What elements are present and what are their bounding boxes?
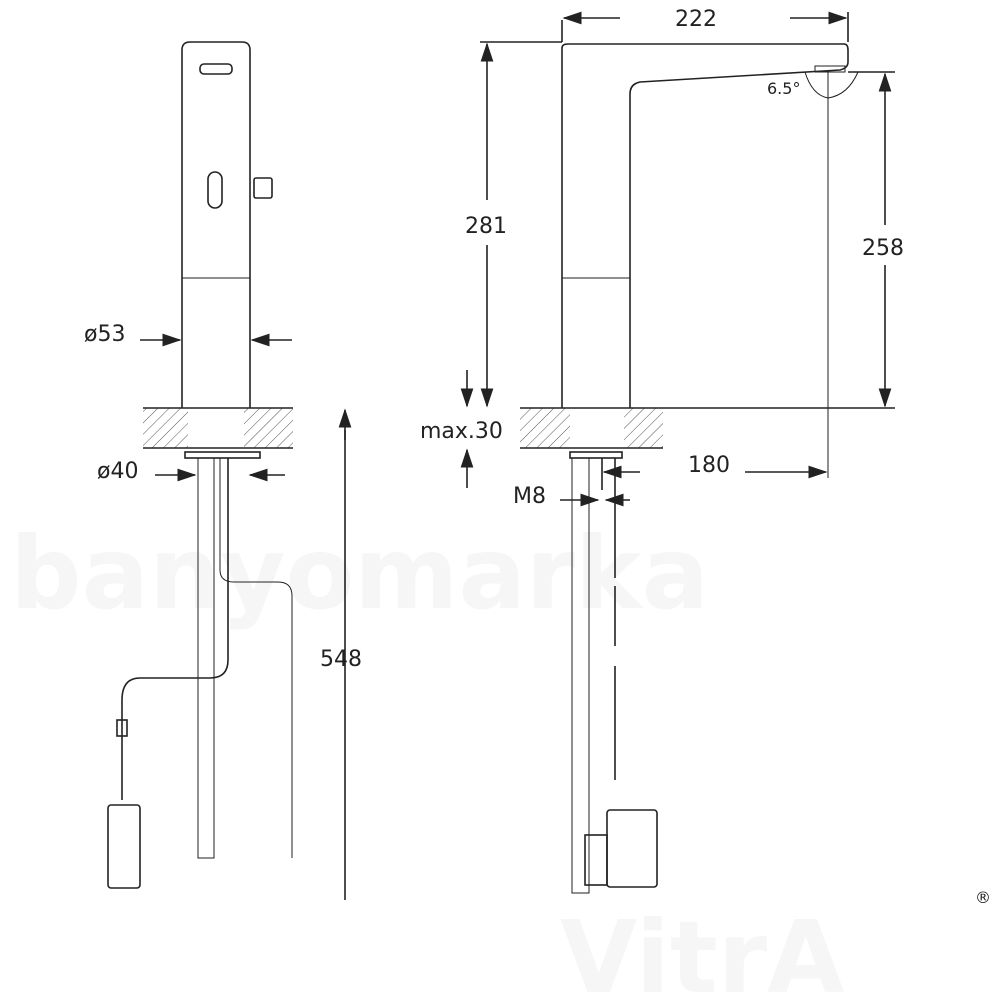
mounting-flange (184, 451, 261, 459)
dim-base-diameter: ø40 (97, 459, 138, 484)
faucet-side-body (561, 43, 849, 408)
dim-body-diameter: ø53 (84, 322, 125, 347)
solenoid-box (606, 809, 658, 888)
dim-total-length: 548 (320, 647, 362, 672)
registered-mark: ® (975, 888, 991, 907)
sensor-cable (121, 458, 229, 800)
dim-spout-angle: 6.5° (767, 79, 800, 98)
logo-mark (199, 63, 233, 75)
watermark-banyomarka: banyomarka (10, 515, 709, 632)
dim-max-thickness: max.30 (420, 419, 503, 444)
battery-box (107, 804, 141, 889)
watermark-vitra: VitrA (560, 899, 844, 1000)
side-button (253, 177, 273, 199)
dim-height: 281 (465, 214, 507, 239)
dim-spout-reach: 222 (675, 7, 717, 32)
dim-thread: M8 (513, 484, 546, 509)
aerator (814, 65, 846, 73)
side-view: 222 281 258 6.5° max.30 180 M8 (420, 7, 904, 894)
front-view: ø53 ø40 548 (84, 41, 362, 900)
dim-clearance: 180 (688, 453, 730, 478)
faucet-body (181, 41, 251, 408)
hose-right (219, 458, 293, 858)
hose-side (571, 457, 590, 894)
sensor-window (207, 171, 223, 209)
dim-outlet-height: 258 (862, 236, 904, 261)
hose-left (197, 457, 215, 859)
